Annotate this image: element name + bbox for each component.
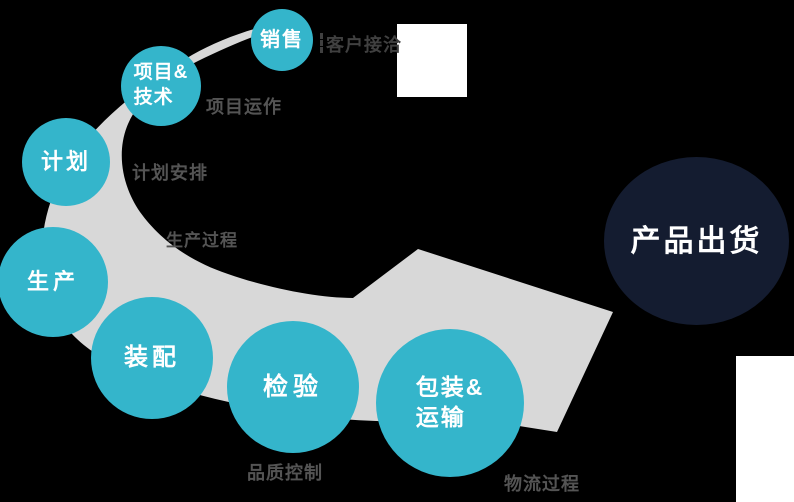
white-patch-bottom-right — [736, 356, 794, 502]
flow-label-logistics-process: 物流过程 — [504, 474, 580, 494]
step-label-assembly: 装配 — [124, 344, 180, 372]
step-label-packing-transport: 包装& 运输 — [415, 374, 485, 430]
step-label-inspection: 检验 — [262, 372, 323, 401]
step-label-plan: 计划 — [40, 148, 91, 174]
result-circle-product-shipment: 产品出货 — [604, 157, 789, 325]
white-patch-top — [397, 24, 467, 97]
step-circle-production: 生产 — [0, 227, 108, 337]
step-label-sales: 销售 — [260, 29, 304, 51]
dashed-separator — [320, 33, 323, 53]
step-circle-plan: 计划 — [22, 118, 110, 206]
step-label-production: 生产 — [26, 268, 79, 294]
flow-label-production-process: 生产过程 — [166, 231, 238, 250]
step-circle-project-tech: 项目& 技术 — [121, 46, 201, 126]
flow-label-customer-contact: 客户接洽 — [326, 35, 402, 55]
step-circle-inspection: 检验 — [227, 321, 359, 453]
flow-label-plan-arrangement: 计划安排 — [132, 163, 208, 183]
result-label: 产品出货 — [630, 224, 763, 258]
step-circle-sales: 销售 — [251, 9, 313, 71]
step-circle-packing-transport: 包装& 运输 — [376, 329, 524, 477]
flow-label-quality-control: 品质控制 — [247, 463, 323, 483]
flow-label-project-operation: 项目运作 — [206, 97, 282, 117]
step-circle-assembly: 装配 — [91, 297, 213, 419]
step-label-project-tech: 项目& 技术 — [133, 62, 189, 108]
